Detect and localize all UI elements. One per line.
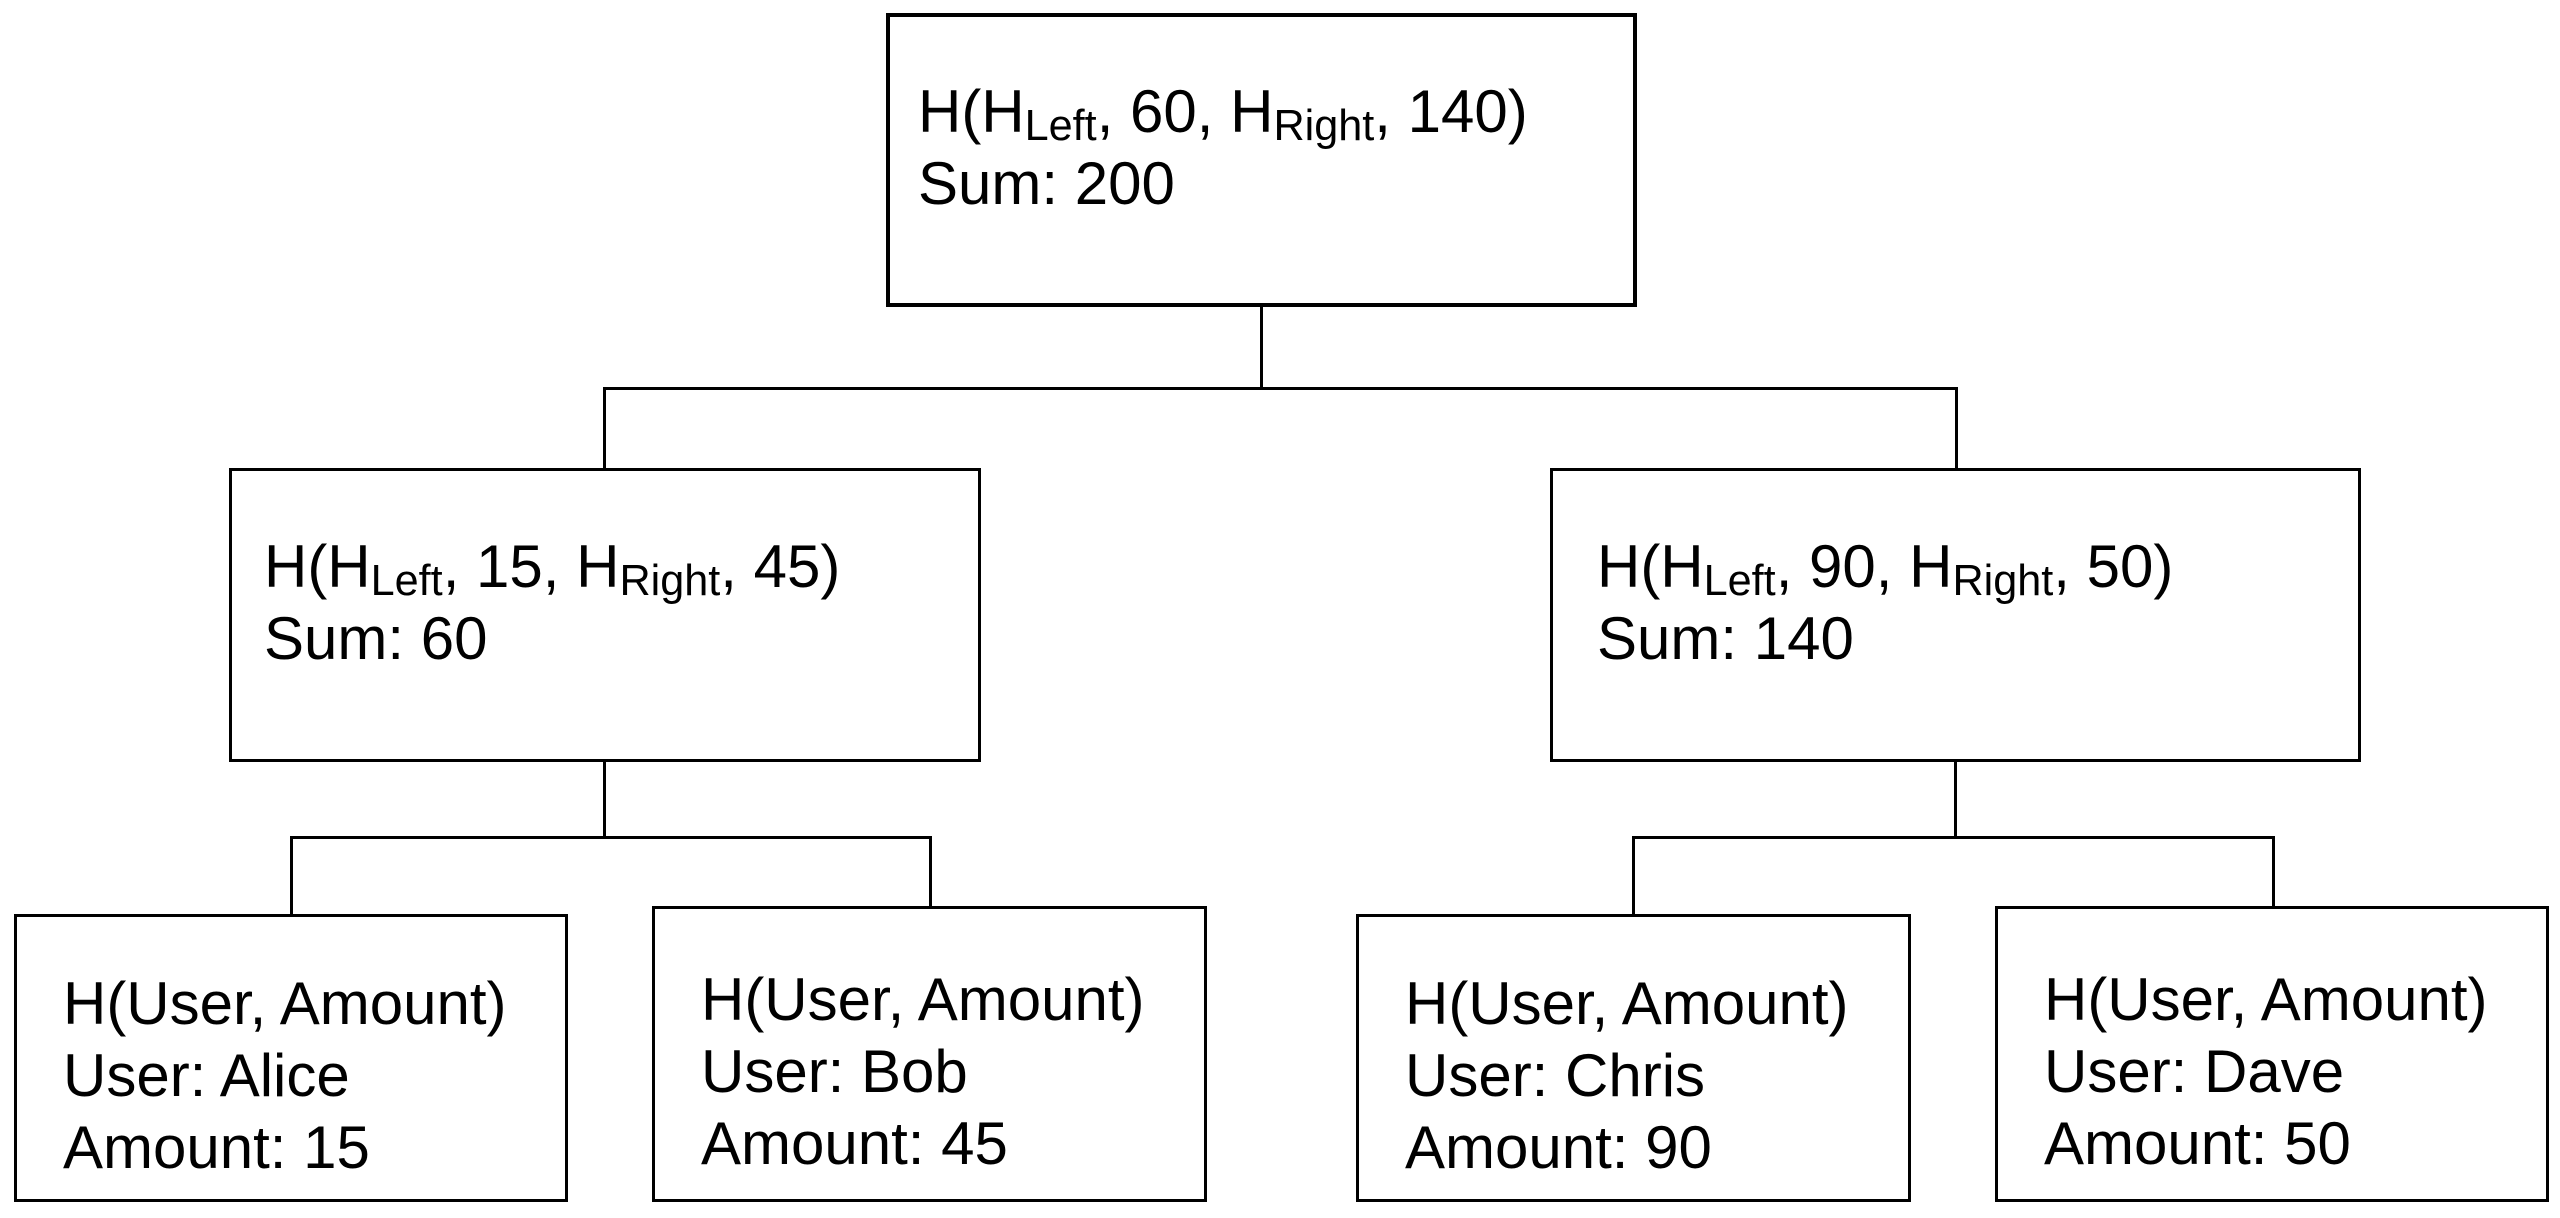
connector-root-stem (1260, 306, 1263, 390)
tree-node-right-branch: H(HLeft, 90, HRight, 50) Sum: 140 (1550, 468, 2361, 762)
leaf-user-label: User: Alice (63, 1042, 350, 1109)
tree-node-leaf-dave: H(User, Amount) User: Dave Amount: 50 (1995, 906, 2549, 1202)
subscript-left: Left (1024, 101, 1097, 150)
connector-root-to-left-branch (603, 387, 606, 469)
subscript-right: Right (1952, 556, 2054, 605)
left-branch-sum-label: Sum: 60 (264, 605, 488, 672)
subscript-right: Right (619, 556, 721, 605)
subscript-left: Left (1703, 556, 1776, 605)
tree-node-leaf-chris: H(User, Amount) User: Chris Amount: 90 (1356, 914, 1911, 1202)
leaf-user-label: User: Dave (2044, 1038, 2345, 1105)
subscript-right: Right (1273, 101, 1375, 150)
connector-left-branch-crossbar (290, 836, 932, 839)
leaf-amount-label: Amount: 90 (1405, 1114, 1712, 1181)
connector-right-branch-stem (1954, 762, 1957, 838)
connector-right-branch-crossbar (1632, 836, 2275, 839)
leaf-user-label: User: Bob (701, 1038, 968, 1105)
leaf-hash-label: H(User, Amount) (63, 970, 507, 1037)
leaf-user-label: User: Chris (1405, 1042, 1706, 1109)
right-branch-hash-label: H(HLeft, 90, HRight, 50) (1597, 533, 2174, 605)
subscript-left: Left (370, 556, 443, 605)
connector-left-branch-stem (603, 762, 606, 838)
left-branch-hash-label: H(HLeft, 15, HRight, 45) (264, 533, 841, 605)
connector-to-leaf4 (2272, 836, 2275, 906)
connector-root-to-right-branch (1955, 387, 1958, 469)
leaf-amount-label: Amount: 45 (701, 1110, 1008, 1177)
connector-root-crossbar (603, 387, 1958, 390)
connector-to-leaf2 (929, 836, 932, 906)
leaf-amount-label: Amount: 15 (63, 1114, 370, 1181)
connector-to-leaf1 (290, 836, 293, 914)
leaf-hash-label: H(User, Amount) (1405, 970, 1849, 1037)
leaf-hash-label: H(User, Amount) (2044, 966, 2488, 1033)
tree-node-root: H(HLeft, 60, HRight, 140) Sum: 200 (886, 13, 1637, 307)
connector-to-leaf3 (1632, 836, 1635, 914)
leaf-hash-label: H(User, Amount) (701, 966, 1145, 1033)
leaf-amount-label: Amount: 50 (2044, 1110, 2351, 1177)
tree-node-leaf-bob: H(User, Amount) User: Bob Amount: 45 (652, 906, 1207, 1202)
root-hash-label: H(HLeft, 60, HRight, 140) (918, 78, 1528, 150)
root-sum-label: Sum: 200 (918, 150, 1175, 217)
right-branch-sum-label: Sum: 140 (1597, 605, 1854, 672)
tree-node-leaf-alice: H(User, Amount) User: Alice Amount: 15 (14, 914, 568, 1202)
tree-node-left-branch: H(HLeft, 15, HRight, 45) Sum: 60 (229, 468, 981, 762)
